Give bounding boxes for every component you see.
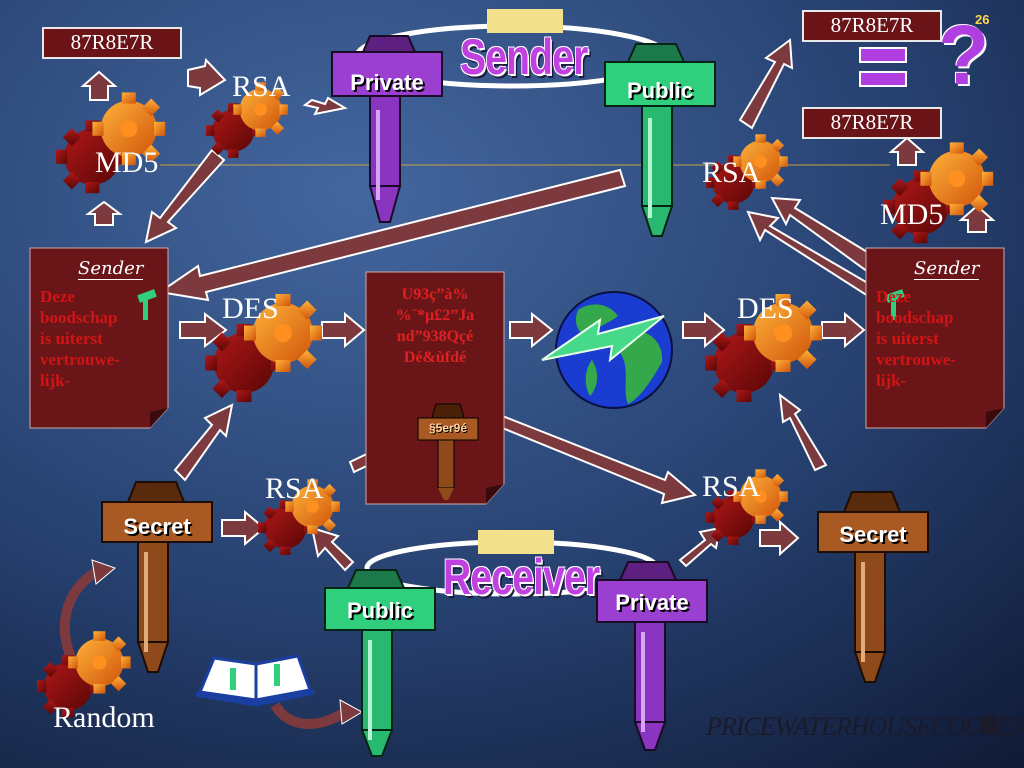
received-digest-box: 87R8E7R — [802, 10, 942, 42]
ciphertext-line: nd”938Qçé — [396, 328, 474, 345]
label-rsa-wrap: RSA — [265, 472, 324, 505]
curved-arrow-book — [270, 702, 348, 729]
label-des-encrypt: DES — [222, 292, 279, 325]
receiver-ring-tag — [478, 530, 554, 554]
encrypted-key-icon — [417, 403, 479, 500]
decrypted-line: Deze — [876, 287, 911, 306]
curved-arrow-random — [59, 565, 103, 662]
signature-decrypted: Sender — [914, 258, 980, 280]
decrypted-line: vertrouwe- — [876, 350, 956, 369]
small-key-icon-decrypted — [885, 289, 905, 320]
arrow-des-to-plain — [821, 311, 866, 349]
arrow-rsa-to-secret — [759, 519, 800, 557]
arrow-doc-up-right — [958, 204, 996, 233]
curved-arrow-random-head — [91, 559, 116, 585]
label-rsa-unwrap: RSA — [702, 470, 761, 503]
arrow-enckey-to-rsa — [493, 413, 698, 505]
key-label-secret-receiver: Secret — [839, 522, 907, 547]
arrow-secret-to-des-2 — [778, 392, 828, 472]
key-label-receiver-public: Public — [346, 598, 413, 623]
globe-icon — [541, 291, 673, 409]
key-label-receiver-private: Private — [615, 590, 689, 615]
book-icon — [195, 654, 315, 707]
label-rsa-verify: RSA — [702, 156, 761, 189]
plaintext-line: vertrouwe- — [40, 350, 120, 369]
ciphertext-line: Dé&ùfdé — [403, 349, 467, 366]
ciphertext-line: %¨*µ£2”Ja — [395, 307, 475, 324]
key-icon-sender-private — [331, 35, 443, 223]
sender-ring-tag — [487, 9, 563, 33]
flow-arrows — [80, 38, 996, 572]
decrypted-document-fold — [986, 408, 1004, 428]
arrow-doc-to-rsa-2 — [746, 210, 892, 307]
label-rsa-sign: RSA — [232, 70, 291, 103]
decrypted-line: is uiterst — [876, 329, 939, 348]
signature-plaintext: Sender — [78, 258, 144, 280]
ciphertext-message: U93ç”à% %¨*µ£2”Ja nd”938Qçé Dé&ùfdé — [368, 284, 502, 368]
key-icon-secret-receiver — [817, 491, 929, 683]
key-label-secret-sender: Secret — [123, 514, 191, 539]
arrow-doc-up — [85, 200, 123, 226]
label-random: Random — [53, 701, 155, 734]
plaintext-line: is uiterst — [40, 329, 103, 348]
arrow-rsa-to-hash — [738, 38, 794, 130]
arrow-rsa-to-doc — [144, 148, 226, 244]
arrow-private-to-rsa — [302, 96, 348, 116]
key-icon-receiver-public — [324, 569, 436, 757]
key-label-sender-private: Private — [350, 70, 424, 95]
decrypted-message: Deze boodschap is uiterst vertrouwe- lij… — [876, 286, 996, 391]
plaintext-line: Deze — [40, 287, 75, 306]
plaintext-message: Deze boodschap is uiterst vertrouwe- lij… — [40, 286, 160, 391]
label-md5-sender: MD5 — [95, 146, 159, 179]
arrow-cipher-to-globe — [509, 311, 554, 349]
decrypted-line: lijk- — [876, 371, 907, 390]
company-logo: PRICEWATERHOUSECOOPERS — [706, 712, 1024, 741]
sender-digest-box: 87R8E7R — [42, 27, 182, 59]
encrypted-key-label: §5er9é — [428, 421, 468, 435]
page-number: 26 — [975, 12, 990, 27]
ciphertext-document-fold — [486, 484, 504, 504]
label-md5-receiver: MD5 — [880, 198, 944, 231]
sender-title: Sender — [460, 29, 588, 85]
arrow-plain-to-des — [179, 311, 228, 349]
question-mark: ? — [938, 8, 990, 102]
equals-icon — [859, 47, 907, 87]
receiver-title: Receiver — [443, 549, 600, 605]
key-label-sender-public: Public — [626, 78, 693, 103]
plaintext-line: boodschap — [40, 308, 118, 327]
arrow-md5-up-right — [888, 136, 926, 166]
curved-arrow-book-head — [339, 699, 364, 725]
arrow-des-to-cipher — [321, 311, 366, 349]
arrow-globe-to-des — [682, 311, 726, 349]
logo-mark-icon — [981, 716, 997, 734]
arrow-public-to-rsa — [310, 526, 355, 572]
key-icon-secret-sender — [101, 481, 213, 673]
arrow-md5-up — [80, 70, 118, 101]
arrow-secret-to-des — [173, 403, 234, 482]
arrow-hash-to-rsa — [187, 57, 227, 97]
computed-digest-box: 87R8E7R — [802, 107, 942, 139]
key-icon-sender-public — [604, 43, 716, 237]
ciphertext-line: U93ç”à% — [401, 286, 469, 303]
plaintext-document-fold — [150, 408, 168, 428]
plaintext-line: lijk- — [40, 371, 71, 390]
arrow-public-to-doc — [157, 168, 627, 302]
label-des-decrypt: DES — [737, 292, 794, 325]
key-icon-receiver-private — [596, 561, 708, 751]
arrow-secret-to-rsa — [221, 509, 266, 547]
small-key-icon-plaintext — [137, 289, 157, 320]
decrypted-line: boodschap — [876, 308, 954, 327]
